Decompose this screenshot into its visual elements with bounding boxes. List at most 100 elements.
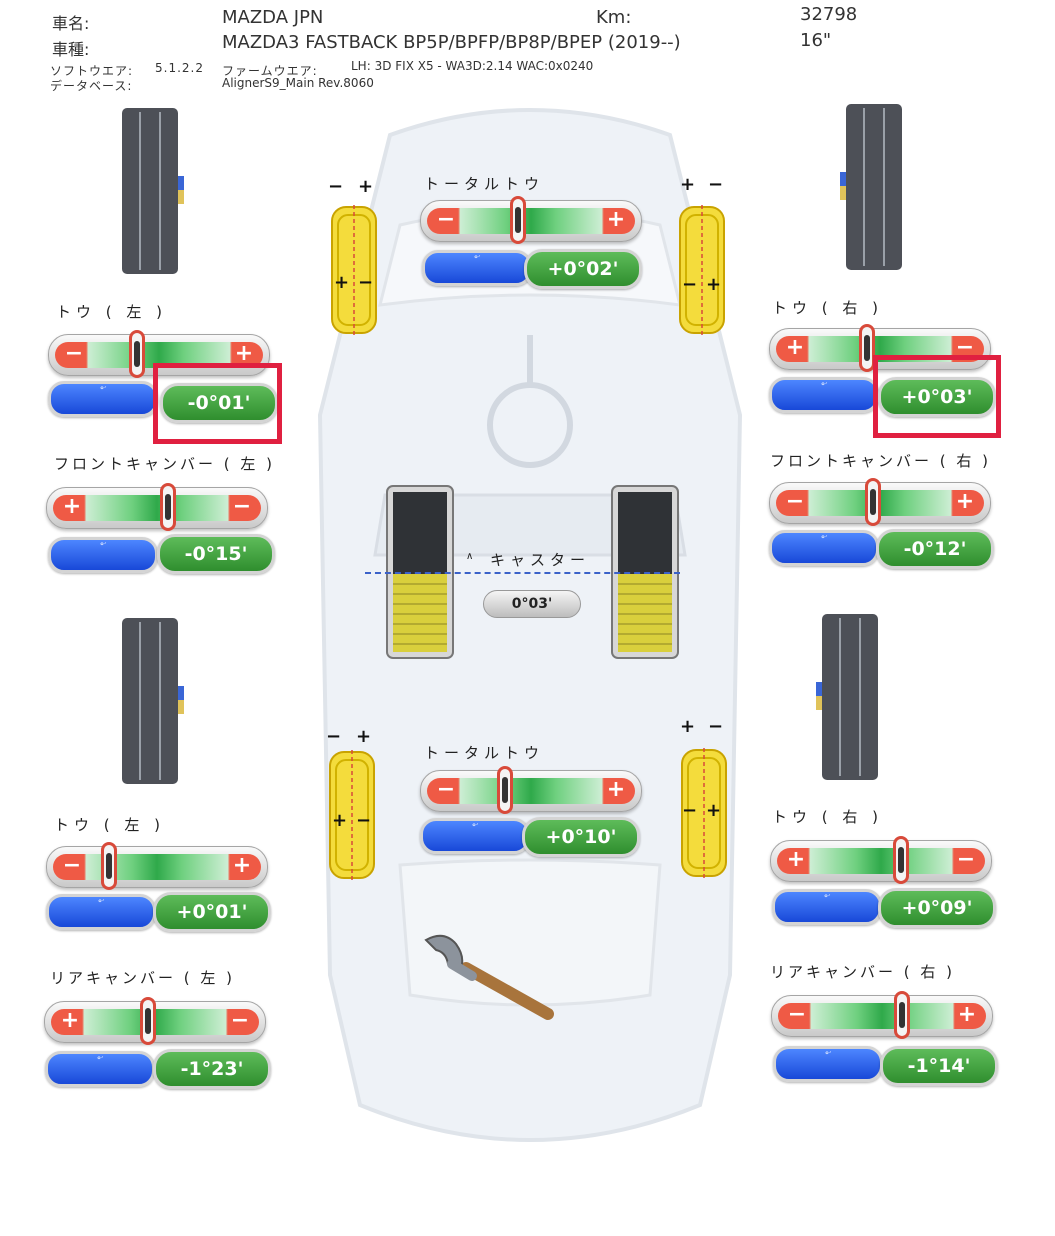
rear-toe-left-gauge: − +: [46, 842, 268, 890]
database-value: AlignerS9_Main Rev.8060: [222, 76, 374, 90]
car-name: MAZDA JPN: [222, 7, 324, 28]
rear-toe-left-value: +0°01': [153, 892, 271, 932]
wheel-rl-sign-mid-right: −: [356, 810, 372, 831]
gauge-bar: + −: [53, 495, 261, 521]
wheel-icon-front-left: [331, 205, 377, 335]
rear-camber-left-unit: °′: [45, 1051, 155, 1087]
caster-label: キャスター: [490, 551, 591, 569]
rear-camber-right-value: -1°14': [880, 1046, 998, 1086]
gauge-needle: [509, 196, 526, 244]
tire-tread-icon-rear-left: [122, 618, 184, 784]
rear-toe-right-gauge: + −: [770, 836, 992, 884]
front-toe-right-value: +0°03': [878, 377, 996, 417]
gauge-needle: [858, 324, 875, 372]
front-camber-left-unit: °′: [48, 537, 158, 573]
rear-toe-left-unit: °′: [46, 894, 156, 930]
gauge-left-sign: +: [785, 336, 805, 360]
wheel-fl-sign-top-left: −: [328, 176, 344, 197]
front-toe-right-gauge: + −: [769, 324, 991, 372]
wheel-rr-sign-mid-left: −: [682, 800, 698, 821]
wheel-fl-sign-top-right: +: [358, 176, 374, 197]
gauge-needle: [865, 478, 882, 526]
wheel-rl-sign-top-right: +: [356, 726, 372, 747]
wheel-icon-rear-right: [681, 748, 727, 878]
gauge-right-sign: +: [606, 778, 626, 802]
gauge-needle: [129, 330, 145, 378]
gauge-bar: − +: [778, 1003, 986, 1029]
rear-camber-right-gauge: − +: [771, 991, 993, 1039]
km-label: Km:: [596, 7, 632, 28]
rear-total-toe-label: トータルトウ: [424, 744, 545, 762]
gauge-left-sign: +: [62, 495, 82, 519]
gauge-right-sign: −: [955, 336, 975, 360]
gauge-left-sign: −: [64, 342, 84, 366]
gauge-right-sign: +: [606, 208, 626, 232]
wheel-icon-front-right: [679, 205, 725, 335]
gauge-bar: − +: [53, 854, 261, 880]
wheel-fl-sign-mid-left: +: [334, 272, 350, 293]
gauge-right-sign: −: [956, 848, 976, 872]
caster-value: 0°03': [483, 590, 581, 618]
gauge-needle: [893, 991, 910, 1039]
km-value: 32798: [800, 4, 858, 25]
car-type-label: 車種:: [52, 40, 90, 59]
caster-up-icon: ∧: [466, 551, 474, 562]
gauge-left-sign: −: [787, 1003, 807, 1027]
car-name-label: 車名:: [52, 14, 90, 33]
wheel-fr-sign-mid-left: −: [682, 274, 698, 295]
wheel-rr-sign-top-right: −: [708, 716, 724, 737]
gauge-needle: [496, 766, 513, 814]
gauge-needle: [140, 997, 157, 1045]
tire-tread-icon-front-left: [122, 108, 184, 274]
rear-camber-left-label: リアキャンバー ( 左 ): [50, 969, 236, 987]
gauge-left-sign: −: [436, 778, 456, 802]
wheel-fr-sign-top-left: +: [680, 174, 696, 195]
wrench-icon: [424, 934, 554, 1020]
gauge-bar: + −: [777, 848, 985, 874]
tire-tread-icon-rear-right: [816, 614, 878, 780]
rim-size: 16": [800, 30, 832, 51]
gauge-needle: [892, 836, 909, 884]
gauge-right-sign: +: [955, 490, 975, 514]
gauge-left-sign: +: [60, 1009, 80, 1033]
wheel-rl-sign-mid-left: +: [332, 810, 348, 831]
wheel-rr-sign-mid-right: +: [706, 800, 722, 821]
front-camber-right-gauge: − +: [769, 478, 991, 526]
database-label: データベース:: [50, 79, 133, 93]
car-type: MAZDA3 FASTBACK BP5P/BPFP/BP8P/BPEP (201…: [222, 32, 681, 53]
gauge-bar: − +: [427, 778, 635, 804]
front-camber-right-label: フロントキャンバー ( 右 ): [770, 452, 992, 470]
front-total-toe-label: トータルトウ: [424, 175, 545, 193]
gauge-left-sign: −: [62, 854, 82, 878]
gauge-right-sign: −: [230, 1009, 250, 1033]
rear-total-toe-value: +0°10': [522, 817, 640, 857]
rear-camber-right-label: リアキャンバー ( 右 ): [770, 963, 956, 981]
front-toe-right-unit: °′: [769, 377, 879, 413]
front-camber-right-unit: °′: [769, 530, 879, 566]
firmware-label: ファームウエア:: [222, 64, 318, 78]
gauge-right-sign: +: [957, 1003, 977, 1027]
gauge-right-sign: −: [232, 495, 252, 519]
rear-camber-left-value: -1°23': [153, 1049, 271, 1089]
front-camber-left-value: -0°15': [157, 534, 275, 574]
front-total-toe-gauge: − +: [420, 196, 642, 244]
front-camber-left-label: フロントキャンバー ( 左 ): [54, 455, 276, 473]
front-toe-left-label: トウ ( 左 ): [56, 303, 168, 321]
wheel-rl-sign-top-left: −: [326, 726, 342, 747]
gauge-left-sign: −: [436, 208, 456, 232]
gauge-needle: [160, 483, 176, 531]
rear-toe-right-value: +0°09': [878, 888, 996, 928]
highlight-box-front-toe-left: [153, 363, 282, 444]
rear-camber-right-unit: °′: [773, 1046, 883, 1082]
rear-toe-right-label: トウ ( 右 ): [772, 808, 884, 826]
highlight-box-front-toe-right: [873, 355, 1001, 438]
gauge-left-sign: −: [785, 490, 805, 514]
software-label: ソフトウエア:: [50, 64, 134, 78]
wheel-fr-sign-top-right: −: [708, 174, 724, 195]
gauge-right-sign: +: [232, 854, 252, 878]
rear-camber-left-gauge: + −: [44, 997, 266, 1045]
rear-total-toe-gauge: − +: [420, 766, 642, 814]
gauge-right-sign: +: [234, 342, 254, 366]
wheel-icon-rear-left: [329, 750, 375, 880]
front-toe-right-label: トウ ( 右 ): [772, 299, 884, 317]
